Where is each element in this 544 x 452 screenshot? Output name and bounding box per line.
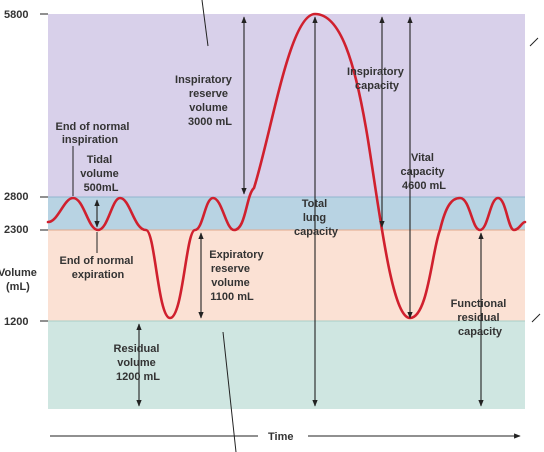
top-stray-line — [201, 0, 209, 47]
tlc-label: Total lung capacity — [294, 198, 339, 238]
irv-band — [48, 14, 525, 197]
right-edge-mark-bottom — [531, 313, 541, 323]
ic-label: Inspiratory capacity — [347, 66, 407, 92]
tick-2300: 2300 — [4, 224, 28, 236]
right-edge-mark-top — [529, 37, 539, 47]
y-axis-label: Volume — [0, 267, 37, 279]
y-axis-unit: (mL) — [6, 281, 30, 293]
tidal-volume-label: Tidal volume 500mL — [80, 154, 122, 194]
irv-label: Inspiratory reserve volume 3000 mL — [175, 74, 235, 128]
tick-1200: 1200 — [4, 316, 28, 328]
residual-band — [48, 321, 525, 409]
frc-label: Functional residual capacity — [451, 298, 510, 338]
volume-curve — [46, 12, 527, 320]
erv-label: Expiratory reserve volume 1100 mL — [209, 249, 266, 303]
tick-2800: 2800 — [4, 191, 28, 203]
bottom-pointer-line — [222, 331, 237, 452]
time-axis-label: Time — [268, 431, 293, 443]
end-expiration-label: End of normal expiration — [59, 255, 136, 281]
end-inspiration-label: End of normal inspiration — [55, 121, 132, 146]
vc-label: Vital capacity 4600 mL — [400, 152, 447, 192]
tick-5800: 5800 — [4, 9, 28, 21]
tidal-band — [48, 197, 525, 230]
residual-volume-label: Residual volume 1200 mL — [114, 343, 163, 383]
erv-band — [48, 230, 525, 321]
